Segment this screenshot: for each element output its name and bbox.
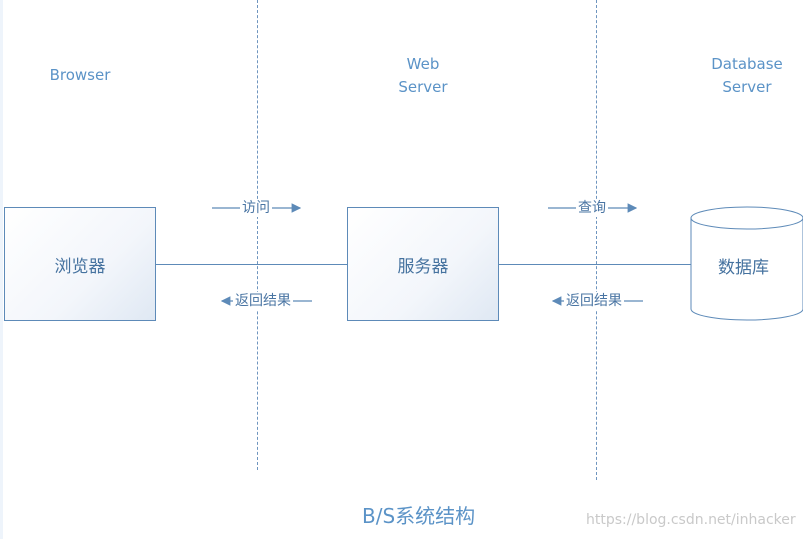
database-node-label: 数据库 [718, 258, 769, 278]
label-return-right: 返回结果 [564, 292, 624, 310]
connector-browser-server [155, 264, 347, 265]
column-label-browser: Browser [40, 64, 120, 87]
browser-node-label: 浏览器 [54, 256, 106, 277]
db-server-line2: Server [722, 78, 772, 96]
db-server-line1: Database [711, 55, 783, 73]
column-label-database-server: Database Server [702, 53, 792, 99]
divider-browser-web [257, 0, 258, 470]
browser-node: 浏览器 [4, 207, 156, 321]
connector-server-database [498, 264, 691, 265]
watermark: https://blog.csdn.net/inhacker [586, 512, 796, 528]
left-edge-strip [0, 0, 3, 539]
divider-web-db [596, 0, 597, 480]
label-visit: 访问 [240, 199, 272, 217]
server-node-label: 服务器 [397, 256, 449, 277]
browser-column-text: Browser [49, 66, 111, 84]
label-query: 查询 [576, 199, 608, 217]
web-server-line2: Server [398, 78, 448, 96]
diagram-caption: B/S系统结构 [362, 504, 476, 528]
label-return-left: 返回结果 [233, 292, 293, 310]
database-cylinder [690, 206, 803, 321]
column-label-web-server: Web Server [383, 53, 463, 99]
server-node: 服务器 [347, 207, 499, 321]
web-server-line1: Web [406, 55, 440, 73]
